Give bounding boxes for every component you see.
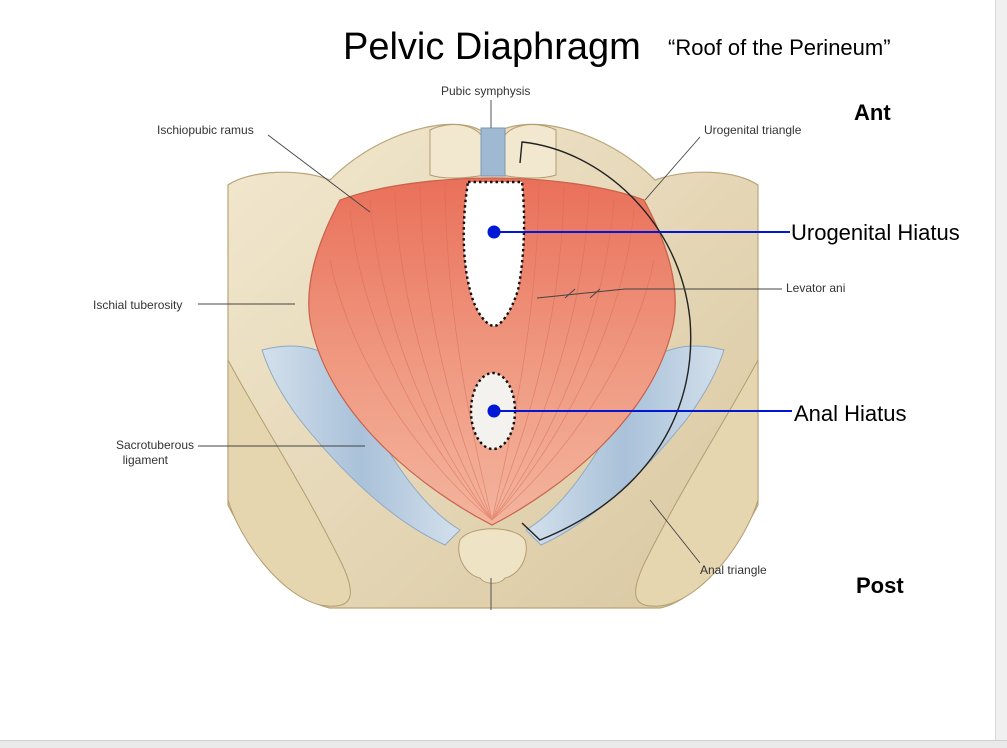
pubic-symphysis-shape [480,127,506,177]
triangle-bracket [519,141,692,541]
urogenital-triangle-label: Urogenital triangle [704,123,802,137]
urogenital-hiatus-opening [462,180,526,328]
anterior-label: Ant [854,100,891,125]
bottom-edge [0,740,1007,748]
pubic-symphysis-label: Pubic symphysis [441,84,531,98]
levator-ani-muscle [308,177,676,526]
muscle-fibres [329,181,655,521]
slide: Pelvic Diaphragm “Roof of the Perineum” … [93,26,960,610]
slide-subtitle: “Roof of the Perineum” [668,35,891,60]
callout-lines [487,225,792,418]
leader-lines [198,134,782,564]
ischiopubic-ramus-label: Ischiopubic ramus [157,123,254,137]
slide-title: Pelvic Diaphragm [343,26,641,68]
anal-hiatus-label: Anal Hiatus [794,401,907,426]
ischial-tuberosity-label: Ischial tuberosity [93,298,183,312]
vertical-scrollbar[interactable] [995,0,1007,747]
sacrotuberous-ligament-label: Sacrotuberous ligament [106,438,194,468]
pelvic-diaphragm-illustration [198,100,792,610]
posterior-label: Post [856,573,904,598]
levator-ani-label: Levator ani [786,281,846,295]
urogenital-hiatus-label: Urogenital Hiatus [791,220,960,245]
sacrotuberous-ligament-label-line2: ligament [122,453,168,467]
sacrotuberous-ligament-label-line1: Sacrotuberous [115,438,194,452]
anal-triangle-label: Anal triangle [700,563,767,577]
